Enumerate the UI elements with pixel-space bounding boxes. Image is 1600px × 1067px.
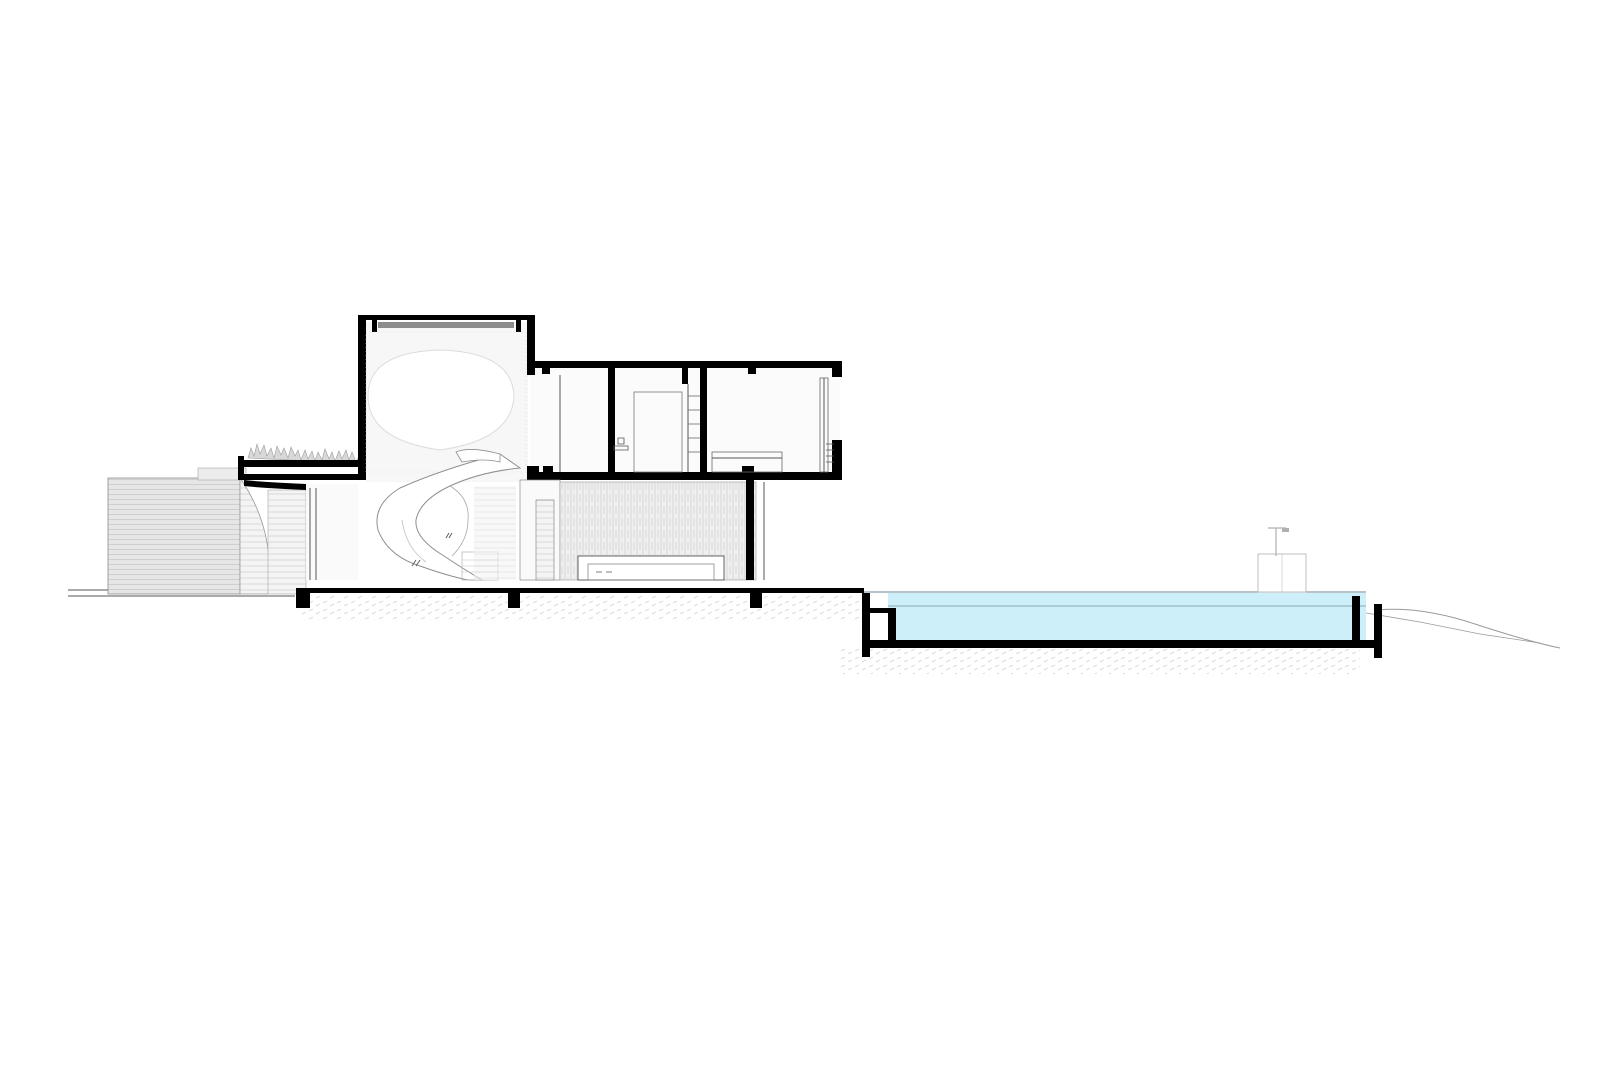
ground-slab — [296, 588, 864, 608]
skylight-glow — [367, 349, 515, 451]
spiral-stair — [376, 449, 522, 581]
soil-hatch — [300, 596, 860, 620]
swimming-pool — [862, 591, 1382, 658]
ground-floor-volume — [306, 479, 765, 581]
stair-tower — [358, 315, 535, 482]
outdoor-shower — [1257, 527, 1307, 593]
upper-floor-volume — [527, 361, 842, 480]
terrain — [68, 589, 1561, 674]
pool-soil-hatch — [840, 648, 1360, 674]
green-roof-vegetation — [247, 442, 377, 466]
left-brick-wall — [107, 467, 307, 595]
pool-water — [888, 593, 1366, 640]
